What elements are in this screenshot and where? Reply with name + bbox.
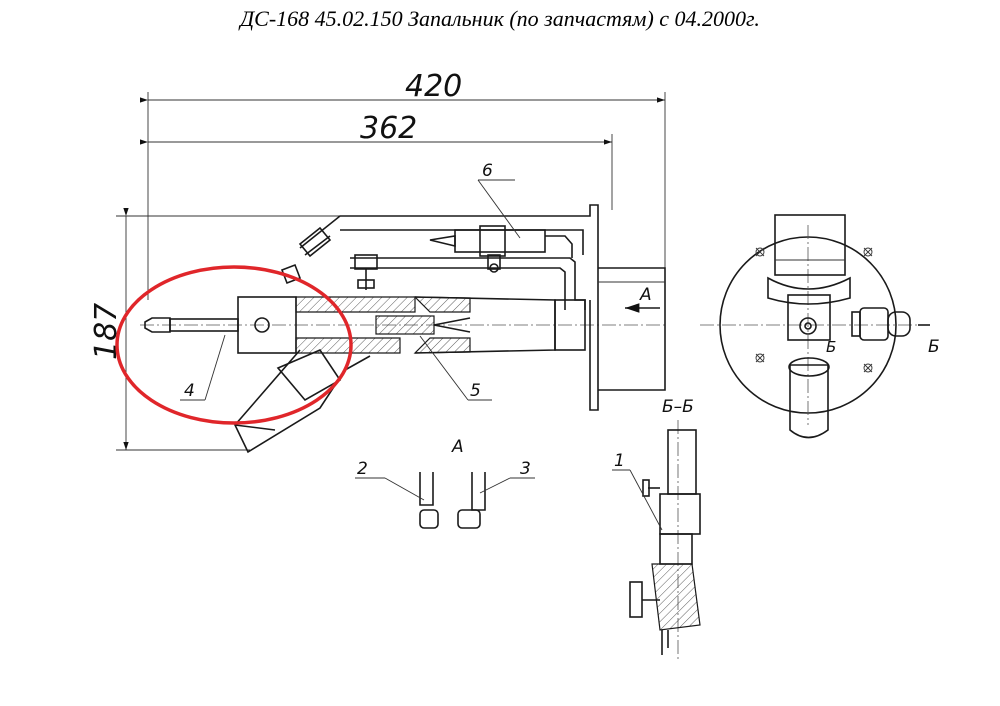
view-a-title: А xyxy=(451,437,464,457)
dimension-420-text: 420 xyxy=(405,69,462,104)
view-a-detail: А 2 3 xyxy=(355,437,535,529)
callout-1: 1 xyxy=(614,451,625,471)
dimension-362: 362 xyxy=(139,111,613,210)
section-mark-b-left: Б xyxy=(826,338,836,356)
callout-5: 5 xyxy=(419,335,492,401)
callout-6: 6 xyxy=(477,161,521,239)
section-b-b: Б–Б 1 xyxy=(612,397,701,660)
svg-text:6: 6 xyxy=(482,161,493,181)
callout-2: 2 xyxy=(357,459,368,479)
svg-text:4: 4 xyxy=(184,381,195,401)
callout-4: 4 xyxy=(180,334,226,401)
section-mark-b-right: Б xyxy=(928,337,940,357)
highlight-ellipse xyxy=(115,265,353,425)
callout-3: 3 xyxy=(520,459,531,479)
page-title: ДС-168 45.02.150 Запальник (по запчастям… xyxy=(240,6,760,31)
igniter-side-view: А xyxy=(140,204,666,454)
section-b-b-title: Б–Б xyxy=(662,397,694,417)
dimension-362-text: 362 xyxy=(360,111,417,146)
igniter-front-view: Б Б xyxy=(700,214,940,439)
dimension-187: 187 xyxy=(89,207,340,451)
view-a-arrow-label: А xyxy=(639,285,652,305)
svg-text:5: 5 xyxy=(470,381,481,401)
dimension-420: 420 xyxy=(139,69,666,300)
